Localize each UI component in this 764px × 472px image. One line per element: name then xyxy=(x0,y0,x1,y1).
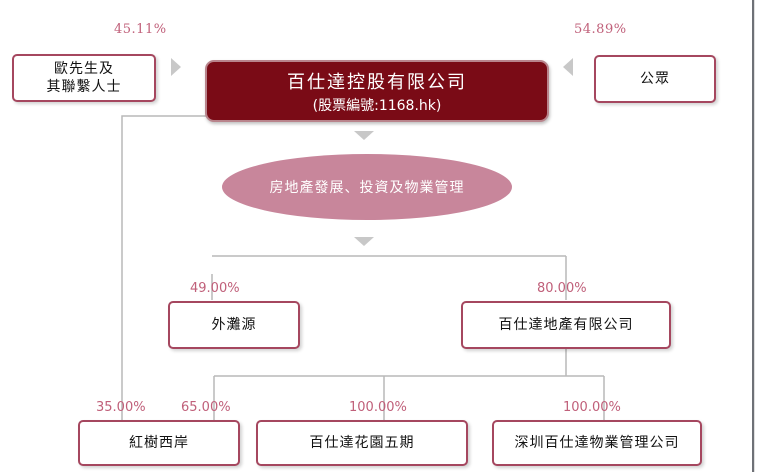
parent-company-box: 百仕達控股有限公司 (股票編號:1168.hk) xyxy=(205,60,549,122)
business-scope-ellipse: 房地產發展、投資及物業管理 xyxy=(222,154,512,220)
parent-company-stock-code: (股票編號:1168.hk) xyxy=(312,98,442,114)
arrow-right-icon xyxy=(171,58,181,76)
arrow-left-icon xyxy=(563,58,573,76)
left-shareholder-percent: 45.11% xyxy=(114,22,167,37)
shareholder-au-line-1: 歐先生及 xyxy=(54,61,114,77)
waitanyuan-label: 外灘源 xyxy=(211,317,257,333)
property-co-percent: 80.00% xyxy=(537,281,587,296)
hongshu-direct-percent: 35.00% xyxy=(96,400,146,415)
hongshu-label: 紅樹西岸 xyxy=(129,435,189,451)
shareholder-box-au: 歐先生及 其聯繫人士 xyxy=(12,54,156,102)
mgmt-co-percent: 100.00% xyxy=(563,400,621,415)
subsidiary-box-property-co: 百仕達地產有限公司 xyxy=(461,301,671,349)
arrow-down-icon xyxy=(354,131,374,140)
connector-main-to-hongshu xyxy=(121,115,218,420)
shareholder-au-line-2: 其聯繫人士 xyxy=(46,79,122,95)
company-box-property-management: 深圳百仕達物業管理公司 xyxy=(492,420,702,466)
parent-company-name: 百仕達控股有限公司 xyxy=(287,72,467,93)
property-co-label: 百仕達地產有限公司 xyxy=(498,317,634,333)
property-management-label: 深圳百仕達物業管理公司 xyxy=(514,435,680,451)
business-scope-label: 房地產發展、投資及物業管理 xyxy=(269,180,465,196)
shareholder-public-label: 公眾 xyxy=(640,71,670,87)
subsidiary-box-waitanyuan: 外灘源 xyxy=(168,301,300,349)
phase5-label: 百仕達花園五期 xyxy=(309,435,415,451)
arrow-down-icon xyxy=(354,237,374,246)
public-shareholder-percent: 54.89% xyxy=(574,22,627,37)
waitanyuan-percent: 49.00% xyxy=(190,281,240,296)
hongshu-via-property-percent: 65.00% xyxy=(181,400,231,415)
project-box-phase5: 百仕達花園五期 xyxy=(256,420,468,466)
right-edge-divider xyxy=(752,0,755,472)
phase5-percent: 100.00% xyxy=(349,400,407,415)
shareholder-box-public: 公眾 xyxy=(594,55,716,103)
project-box-hongshu: 紅樹西岸 xyxy=(78,420,240,466)
